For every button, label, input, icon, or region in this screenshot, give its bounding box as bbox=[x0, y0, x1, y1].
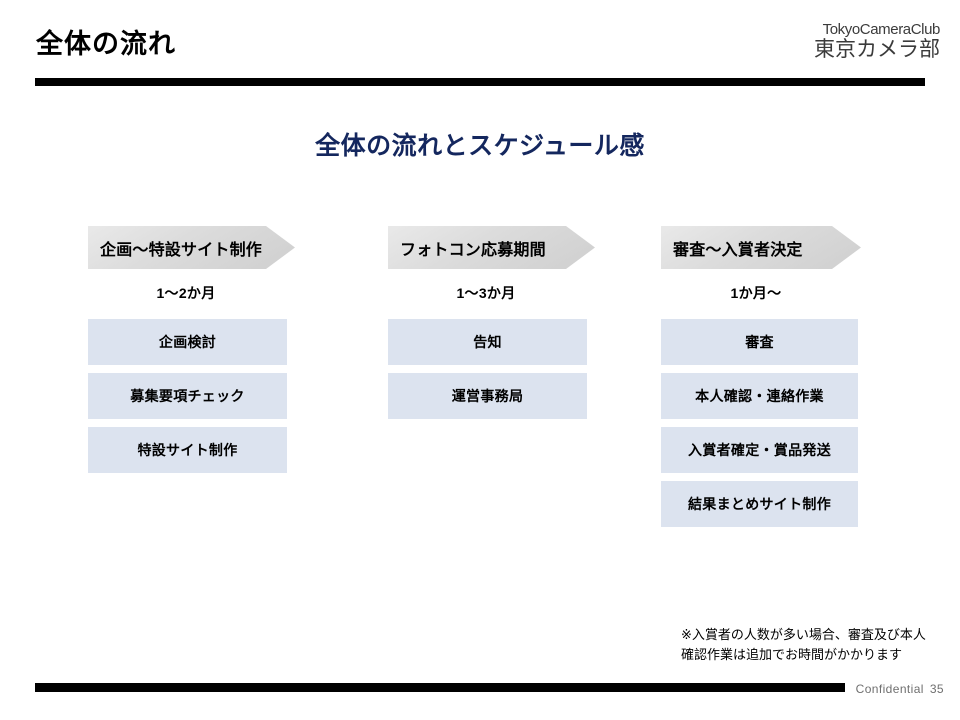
phase-task-list: 告知 運営事務局 bbox=[388, 319, 620, 419]
phase-column-judging: 審査〜入賞者決定 1か月〜 審査 本人確認・連絡作業 入賞者確定・賞品発送 結果… bbox=[661, 226, 893, 535]
phase-duration-label: 1〜3か月 bbox=[456, 285, 516, 301]
task-box: 審査 bbox=[661, 319, 858, 365]
phase-duration-label: 1〜2か月 bbox=[156, 285, 216, 301]
task-label: 募集要項チェック bbox=[130, 388, 245, 404]
footnote-line-1: ※入賞者の人数が多い場合、審査及び本人 bbox=[681, 627, 926, 642]
task-box: 企画検討 bbox=[88, 319, 287, 365]
task-label: 特設サイト制作 bbox=[137, 442, 238, 458]
confidential-label: Confidential bbox=[855, 682, 924, 696]
task-label: 運営事務局 bbox=[451, 388, 524, 404]
tokyo-camera-club-logo: TokyoCameraClub 東京カメラ部 bbox=[814, 22, 940, 61]
task-box: 結果まとめサイト制作 bbox=[661, 481, 858, 527]
task-label: 本人確認・連絡作業 bbox=[695, 388, 824, 404]
task-box: 本人確認・連絡作業 bbox=[661, 373, 858, 419]
task-box: 特設サイト制作 bbox=[88, 427, 287, 473]
phase-column-submission: フォトコン応募期間 1〜3か月 告知 運営事務局 bbox=[388, 226, 620, 427]
phase-task-list: 企画検討 募集要項チェック 特設サイト制作 bbox=[88, 319, 320, 473]
footnote-line-2: 確認作業は追加でお時間がかかります bbox=[681, 646, 903, 662]
phase-name-label: 企画〜特設サイト制作 bbox=[100, 241, 263, 259]
footer-meta: Confidential 35 bbox=[856, 682, 944, 696]
task-label: 告知 bbox=[473, 334, 502, 350]
task-box: 入賞者確定・賞品発送 bbox=[661, 427, 858, 473]
phase-chevron-banner: 審査〜入賞者決定 bbox=[661, 226, 861, 269]
phase-task-list: 審査 本人確認・連絡作業 入賞者確定・賞品発送 結果まとめサイト制作 bbox=[661, 319, 893, 527]
logo-japanese-text: 東京カメラ部 bbox=[814, 37, 940, 61]
phase-name-label: 審査〜入賞者決定 bbox=[673, 241, 803, 259]
task-box: 運営事務局 bbox=[388, 373, 587, 419]
task-label: 入賞者確定・賞品発送 bbox=[688, 442, 831, 458]
phase-chevron-banner: 企画〜特設サイト制作 bbox=[88, 226, 295, 269]
task-label: 結果まとめサイト制作 bbox=[688, 496, 831, 512]
phase-name-label: フォトコン応募期間 bbox=[400, 241, 546, 259]
phase-chevron-banner: フォトコン応募期間 bbox=[388, 226, 595, 269]
footer-divider-rule bbox=[35, 683, 845, 692]
footnote-text: ※入賞者の人数が多い場合、審査及び本人 確認作業は追加でお時間がかかります bbox=[681, 625, 956, 664]
task-box: 告知 bbox=[388, 319, 587, 365]
header-divider-rule bbox=[35, 78, 925, 86]
task-label: 審査 bbox=[745, 334, 774, 350]
phase-column-planning: 企画〜特設サイト制作 1〜2か月 企画検討 募集要項チェック 特設サイト制作 bbox=[88, 226, 320, 481]
task-label: 企画検討 bbox=[158, 334, 217, 350]
logo-english-text: TokyoCameraClub bbox=[822, 21, 941, 38]
task-box: 募集要項チェック bbox=[88, 373, 287, 419]
section-heading: 全体の流れとスケジュール感 bbox=[315, 132, 645, 160]
page-number: 35 bbox=[929, 682, 944, 696]
page-title: 全体の流れ bbox=[36, 29, 176, 59]
phase-duration-label: 1か月〜 bbox=[730, 285, 782, 301]
